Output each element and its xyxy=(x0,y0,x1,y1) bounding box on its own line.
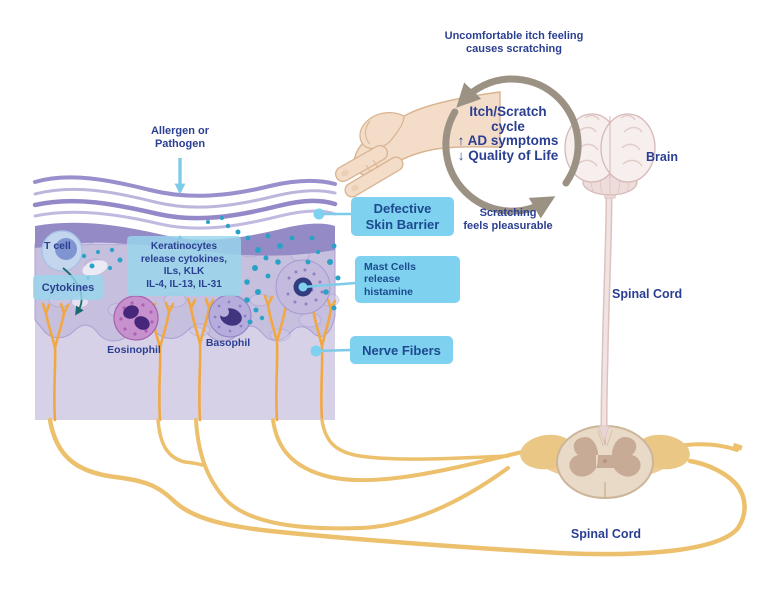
cycle-arrow-top xyxy=(456,75,582,187)
cycle-arrow-bottom xyxy=(442,108,556,219)
stratum-corneum-waves xyxy=(32,175,338,230)
peripheral-nerve-fibers xyxy=(47,417,747,557)
spinal-cord-side-label: Spinal Cord xyxy=(612,287,683,301)
defective-skin-barrier-callout: Defective Skin Barrier xyxy=(351,197,454,236)
brain-label: Brain xyxy=(646,150,678,164)
cycle-center-caption: Itch/Scratch cycle ↑ AD symptoms ↓ Quali… xyxy=(457,104,559,163)
scratching-hand-illustration xyxy=(335,91,501,198)
basophil-label: Basophil xyxy=(205,337,251,349)
mast-cells-callout: Mast Cells release histamine xyxy=(355,256,460,303)
cycle-bottom-caption: Scratching feels pleasurable xyxy=(463,207,553,232)
eosinophil-label: Eosinophil xyxy=(107,344,161,356)
cycle-arrows xyxy=(442,75,582,219)
eosinophil-cell xyxy=(113,295,159,341)
spinal-cord-cross-section-illustration xyxy=(520,425,690,499)
basophil-cell xyxy=(208,294,252,338)
cytokines-label: Cytokines xyxy=(33,275,103,300)
fingernail xyxy=(341,169,349,177)
t-cell-label: T cell xyxy=(44,240,71,252)
keratinocytes-label: Keratinocytes release cytokines, ILs, KL… xyxy=(127,236,241,296)
brain-gyri xyxy=(577,114,643,167)
tissue-highlight xyxy=(82,260,108,276)
callout-connectors xyxy=(298,208,357,357)
allergen-pathogen-label: Allergen or Pathogen xyxy=(150,125,210,150)
gray-matter-butterfly xyxy=(569,436,641,477)
fingernail xyxy=(351,184,359,192)
t-cell xyxy=(41,230,83,272)
cycle-top-caption: Uncomfortable itch feeling causes scratc… xyxy=(444,30,584,55)
spinal-cord-bottom-label: Spinal Cord xyxy=(570,527,642,541)
nerve-fibers-callout: Nerve Fibers xyxy=(350,336,453,364)
